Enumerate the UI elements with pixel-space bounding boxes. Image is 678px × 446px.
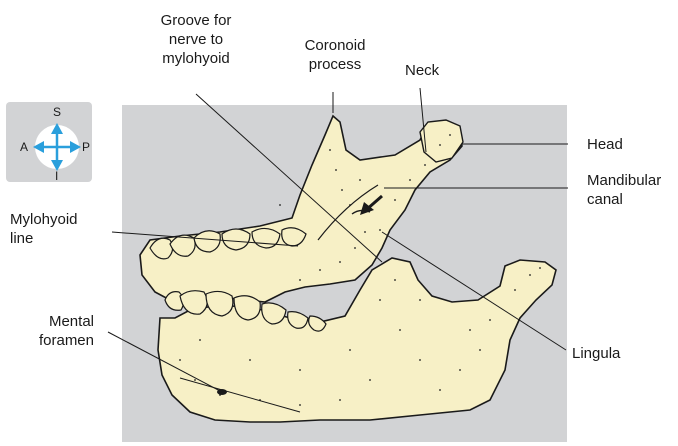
compass-superior-label: S — [53, 106, 61, 118]
label-groove: Groove for nerve to mylohyoid — [136, 11, 256, 68]
compass-anterior-label: A — [20, 141, 28, 153]
label-coronoid-process: Coronoid process — [285, 36, 385, 74]
label-mandibular-canal: Mandibular canal — [587, 171, 661, 209]
label-mental-foramen: Mental foramen — [10, 312, 94, 350]
orientation-compass-icon — [6, 102, 92, 182]
compass-posterior-label: P — [82, 141, 90, 153]
label-head: Head — [587, 135, 623, 154]
label-lingula: Lingula — [572, 344, 620, 363]
compass-inferior-label: I — [55, 170, 58, 182]
label-neck: Neck — [405, 61, 439, 80]
label-mylohyoid-line: Mylohyoid line — [10, 210, 78, 248]
